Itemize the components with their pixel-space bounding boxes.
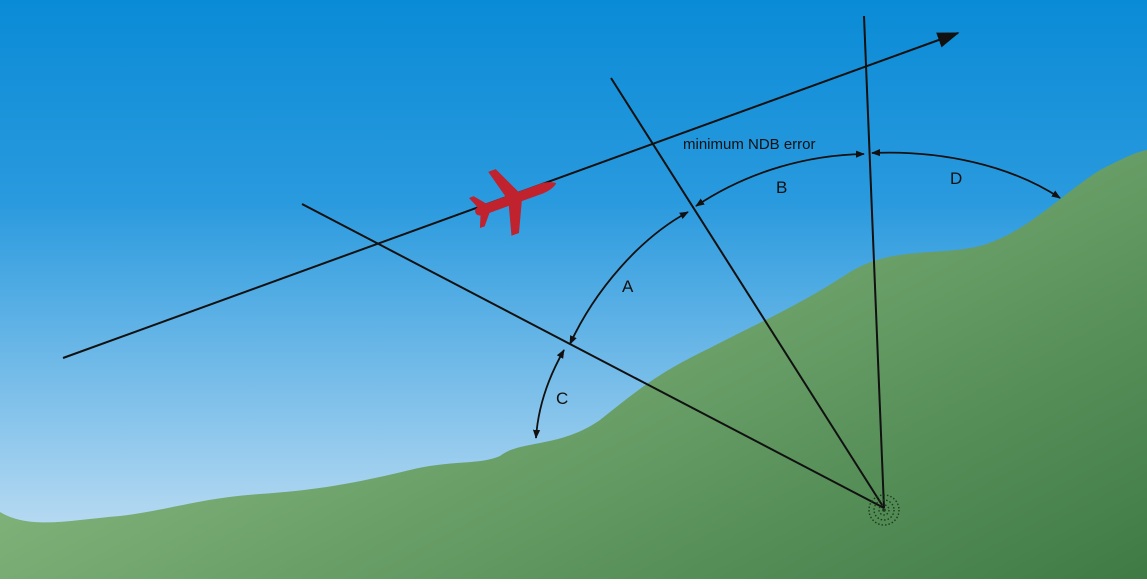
bearing-line-c — [301, 203, 885, 509]
arc-d-label: D — [950, 169, 962, 188]
arc-c-label: C — [556, 389, 568, 408]
arc-d — [871, 149, 1061, 199]
arc-a-label: A — [622, 277, 634, 296]
minimum-ndb-error-label: minimum NDB error — [683, 136, 816, 153]
arc-c — [532, 349, 565, 439]
arc-b — [695, 150, 865, 207]
ndb-station-icon — [868, 494, 900, 526]
bearing-line-b — [610, 77, 885, 509]
airplane-icon — [469, 169, 557, 236]
arc-b-label: B — [776, 178, 787, 197]
bearing-line-vertical — [863, 15, 885, 509]
arc-a — [569, 211, 689, 345]
